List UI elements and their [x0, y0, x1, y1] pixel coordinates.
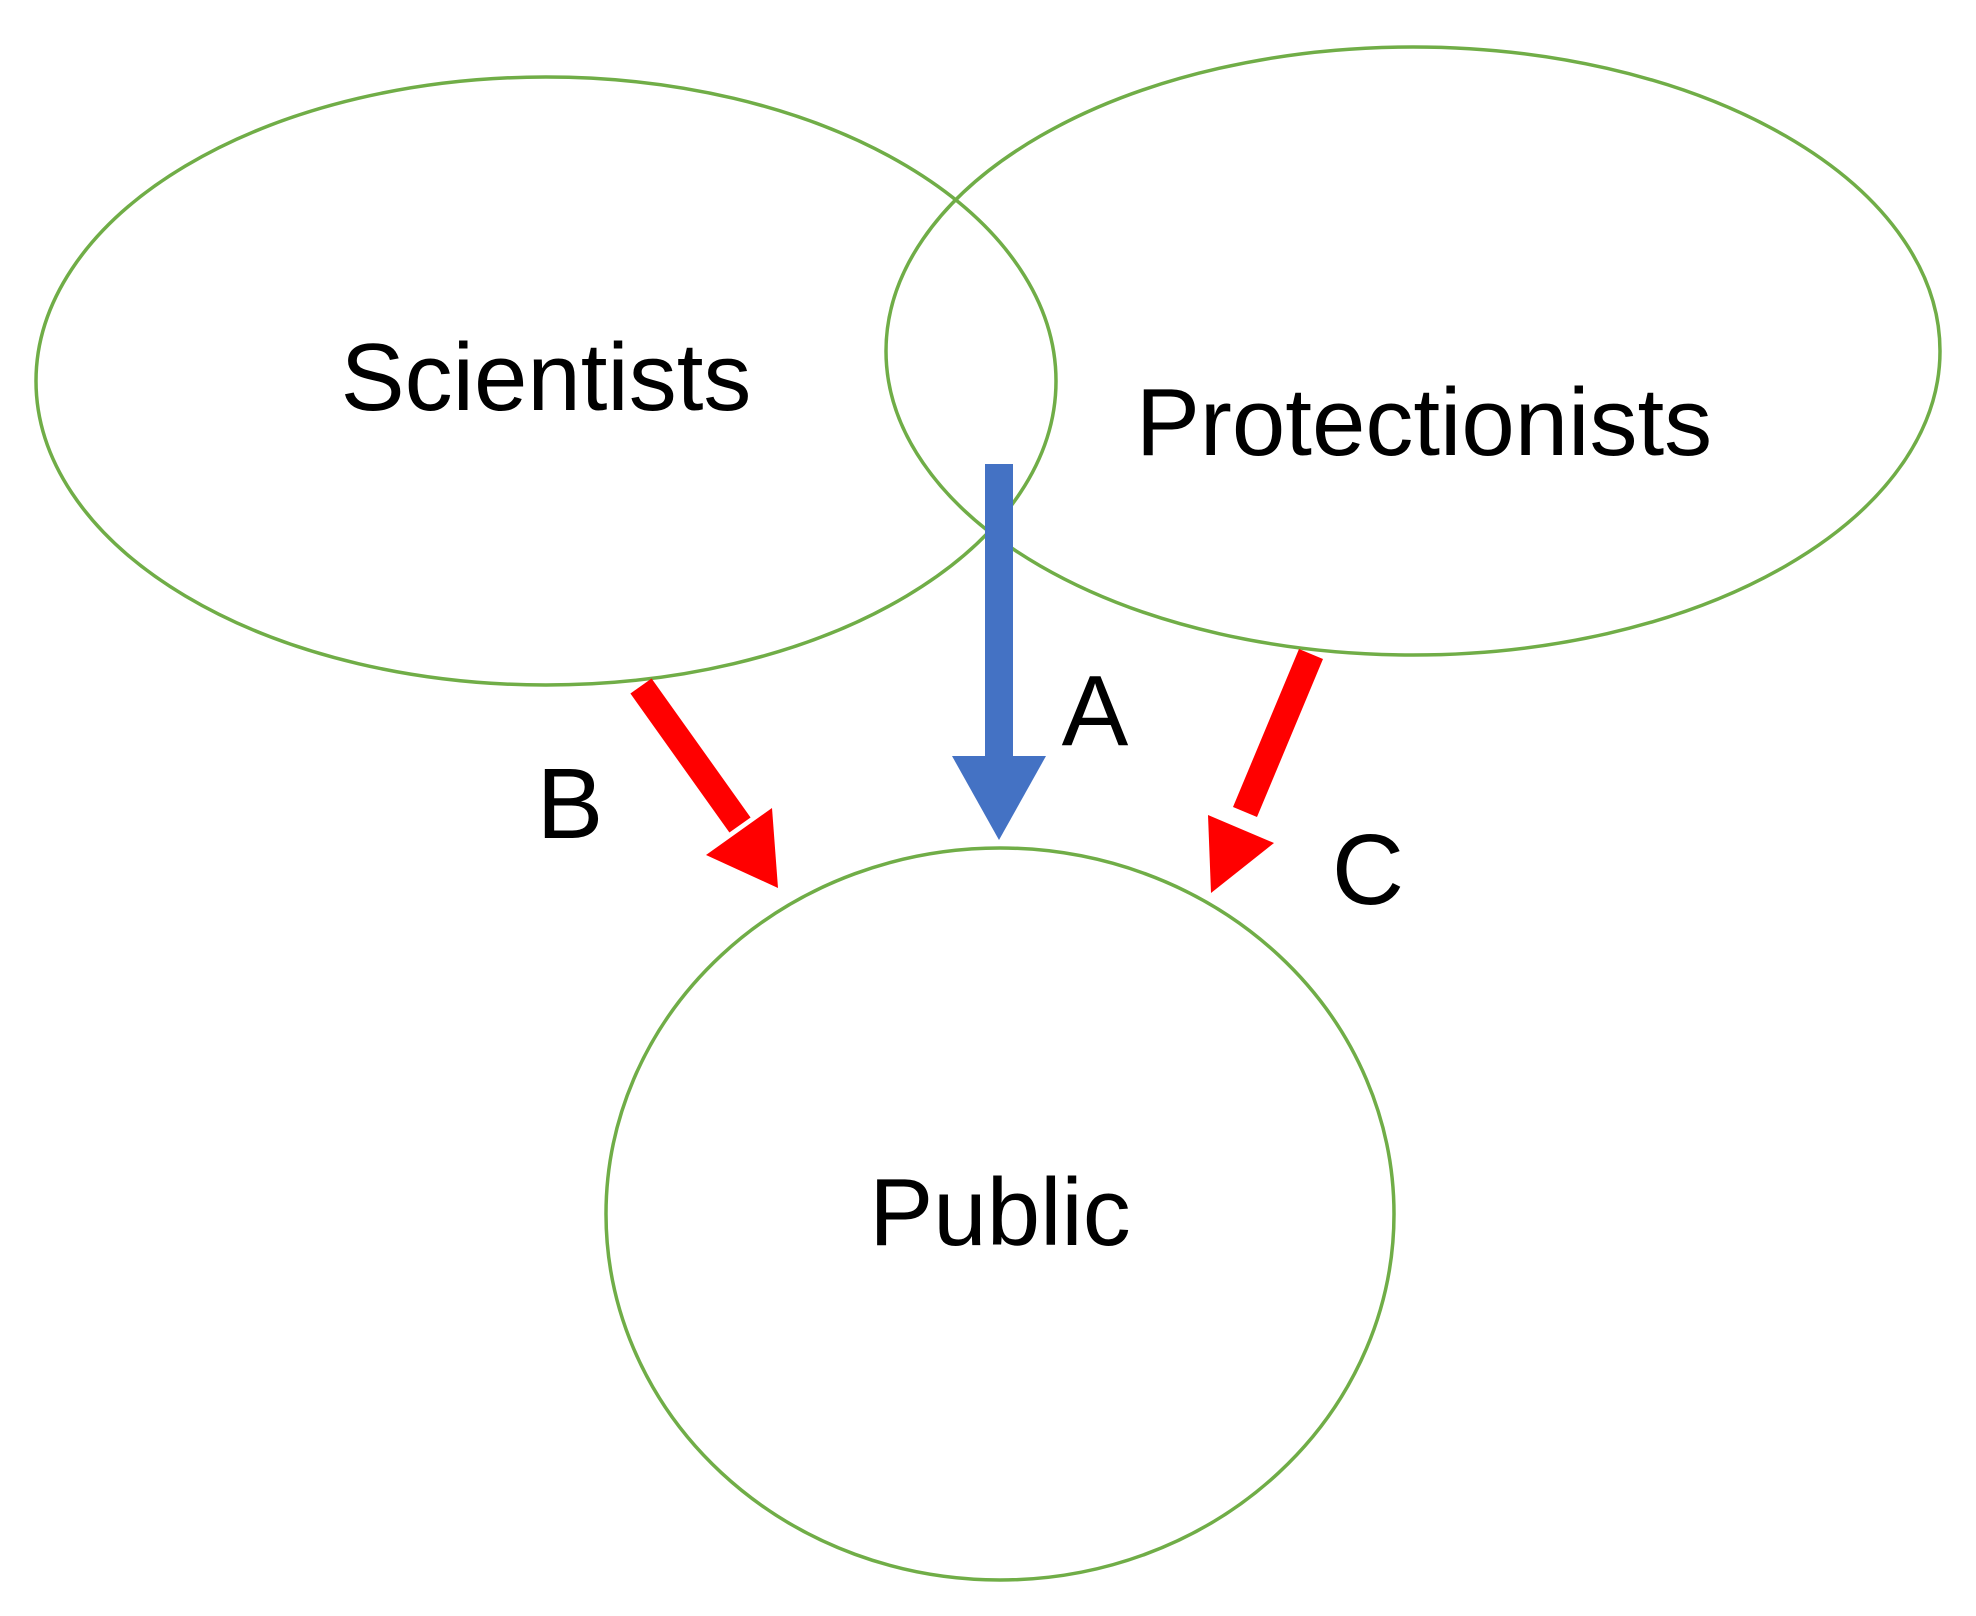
- arrow-c-label: C: [1332, 814, 1404, 926]
- arrow-b-shaft: [630, 678, 751, 833]
- scientists-label: Scientists: [341, 324, 752, 431]
- arrow-c: [1208, 648, 1323, 893]
- arrow-b-label: B: [537, 748, 604, 860]
- arrow-a-label: A: [1062, 655, 1129, 767]
- arrow-c-head: [1208, 815, 1274, 893]
- public-label: Public: [869, 1159, 1130, 1266]
- protectionists-label: Protectionists: [1136, 369, 1712, 476]
- arrow-b-head: [706, 808, 778, 888]
- arrow-c-shaft: [1233, 648, 1323, 818]
- arrow-a-shaft: [985, 464, 1013, 764]
- arrow-a-head: [952, 756, 1046, 840]
- arrow-b: [630, 678, 778, 888]
- protectionists-ellipse: [884, 45, 1942, 657]
- scientists-ellipse: [34, 75, 1058, 687]
- public-circle: [604, 846, 1396, 1582]
- arrow-a: [952, 464, 1046, 840]
